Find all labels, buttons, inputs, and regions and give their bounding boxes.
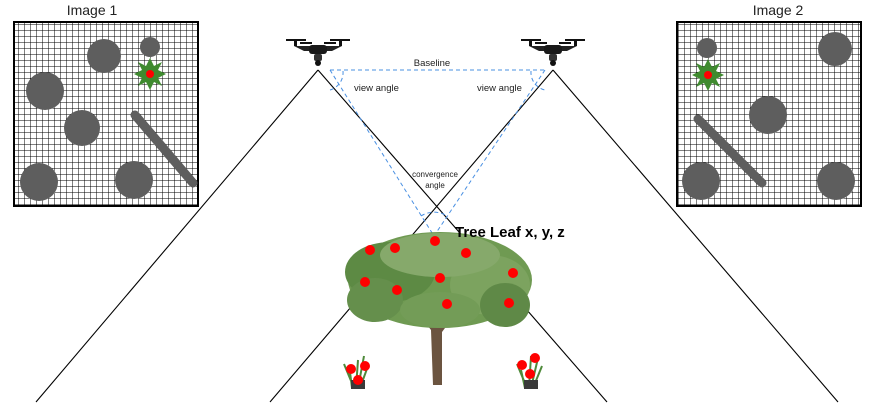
leaf-points bbox=[360, 236, 518, 309]
blob bbox=[64, 110, 100, 146]
drone-left-icon bbox=[286, 39, 350, 66]
image2-title: Image 2 bbox=[753, 2, 804, 18]
stem-blob bbox=[130, 110, 198, 188]
leaf-point bbox=[365, 245, 375, 255]
leaf-feature-icon bbox=[134, 58, 166, 90]
convergence-angle-label-line2: angle bbox=[425, 181, 445, 190]
blob bbox=[697, 38, 717, 58]
view-angle-right-label: view angle bbox=[477, 83, 522, 94]
leaf-point bbox=[461, 248, 471, 258]
small-plant-left-icon bbox=[343, 355, 370, 389]
leaf-point bbox=[442, 299, 452, 309]
target-label: Tree Leaf x, y, z bbox=[455, 224, 565, 241]
leaf-feature-icon bbox=[692, 59, 724, 91]
stem-blob bbox=[693, 114, 767, 188]
leaf-point bbox=[360, 277, 370, 287]
image1-panel bbox=[13, 21, 199, 207]
leaf-point bbox=[508, 268, 518, 278]
blob bbox=[87, 39, 121, 73]
leaf-point bbox=[390, 243, 400, 253]
leaf-point bbox=[435, 273, 445, 283]
blob bbox=[115, 161, 153, 199]
leaf-point bbox=[430, 236, 440, 246]
blob bbox=[20, 163, 58, 201]
small-plant-right-icon bbox=[516, 353, 543, 389]
image2-panel bbox=[676, 21, 862, 207]
tree-icon bbox=[345, 232, 532, 385]
blob bbox=[817, 162, 855, 200]
leaf-point bbox=[392, 285, 402, 295]
blob bbox=[682, 162, 720, 200]
image1-title: Image 1 bbox=[67, 2, 118, 18]
dashed-geometry bbox=[329, 69, 546, 237]
drone-right-icon bbox=[521, 39, 585, 66]
blob bbox=[140, 37, 160, 57]
blob bbox=[749, 96, 787, 134]
leaf-point bbox=[504, 298, 514, 308]
view-angle-left-label: view angle bbox=[354, 83, 399, 94]
blob bbox=[26, 72, 64, 110]
baseline-label: Baseline bbox=[414, 58, 450, 69]
blob bbox=[818, 32, 852, 66]
convergence-angle-label-line1: convergence bbox=[412, 170, 458, 179]
